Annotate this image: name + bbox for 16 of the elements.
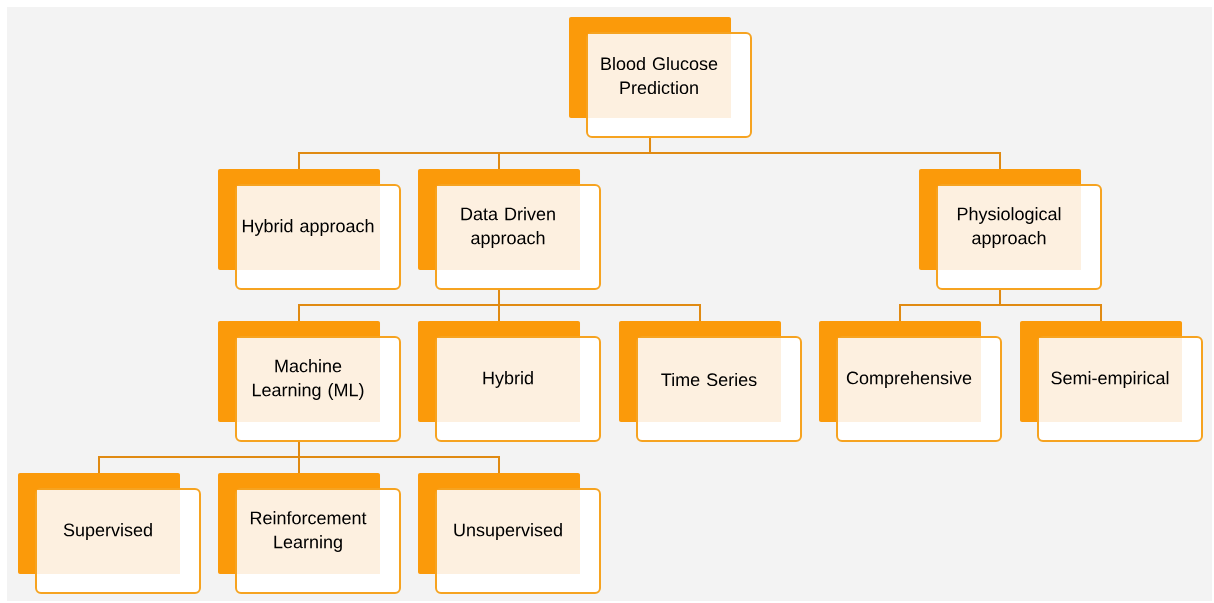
org-chart-box: Reinforcement Learning: [218, 473, 401, 594]
org-chart-box: Time Series: [619, 321, 802, 442]
org-chart-box: Machine Learning (ML): [218, 321, 401, 442]
connector-line: [298, 441, 500, 474]
org-chart-box: Hybrid: [418, 321, 601, 442]
connector-line: [649, 137, 1001, 170]
org-chart-box: Supervised: [18, 473, 201, 594]
org-chart-box: Blood Glucose Prediction: [569, 17, 752, 138]
org-chart-box: Hybrid approach: [218, 169, 401, 290]
connector-line: [999, 289, 1102, 322]
connector-line: [498, 289, 701, 322]
org-chart-box: Unsupervised: [418, 473, 601, 594]
org-chart-box: Physiological approach: [919, 169, 1102, 290]
org-chart-box: Comprehensive: [819, 321, 1002, 442]
org-chart-box: Semi-empirical: [1020, 321, 1203, 442]
org-chart-box: Data Driven approach: [418, 169, 601, 290]
